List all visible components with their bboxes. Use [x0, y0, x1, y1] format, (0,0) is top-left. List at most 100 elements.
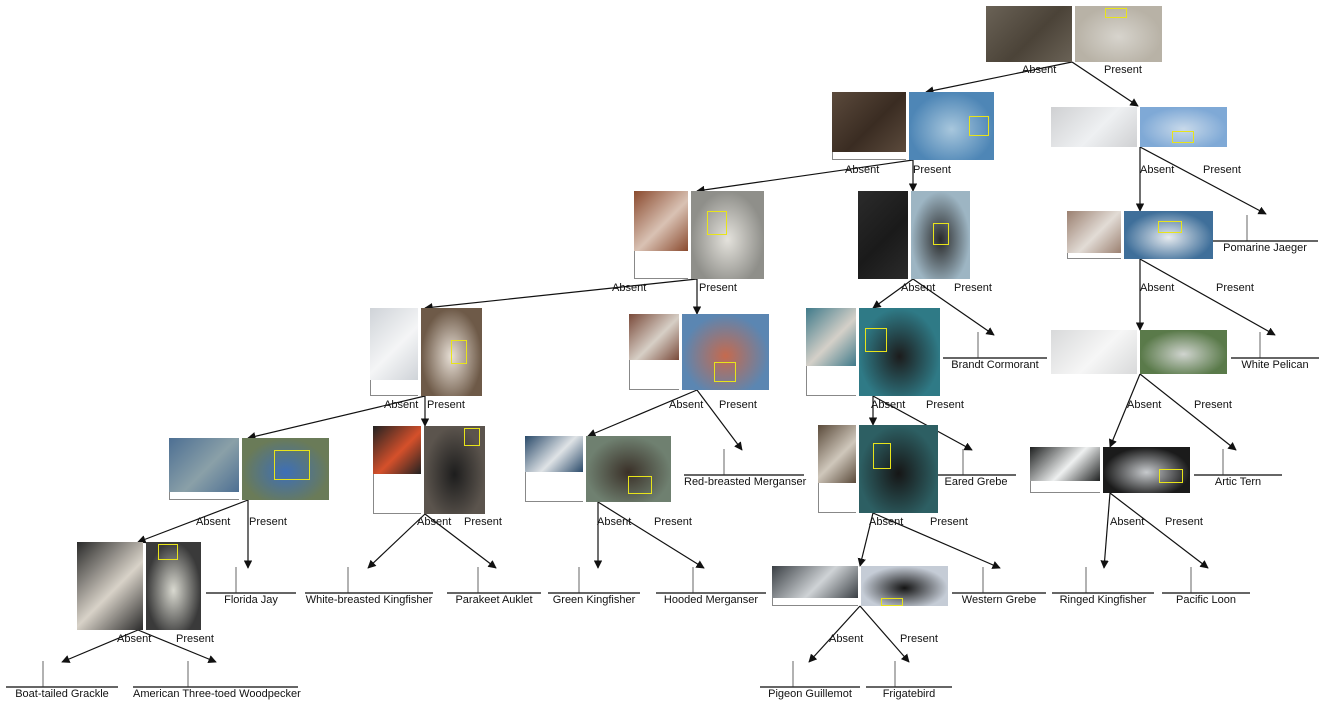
absent-part-image: [634, 191, 688, 251]
attention-box: [158, 544, 178, 560]
branch-label-present: Present: [913, 164, 951, 176]
branch-label-absent: Absent: [384, 399, 419, 411]
absent-part-image: [986, 6, 1072, 62]
decision-node-n13: [525, 436, 671, 502]
present-part-image: [682, 314, 769, 390]
present-part-image: [1140, 330, 1227, 374]
branch-label-present: Present: [249, 516, 287, 528]
leaf-label-western: Western Grebe: [961, 594, 1037, 606]
decision-node-n10: [1051, 330, 1227, 374]
branch-label-absent: Absent: [196, 516, 231, 528]
decision-node-n6: [1067, 211, 1213, 259]
attention-box: [873, 443, 891, 469]
leaf-label-greenk: Green Kingfisher: [552, 594, 636, 606]
decision-node-n7: [370, 308, 482, 396]
attention-box: [881, 598, 903, 606]
branch-label-absent: Absent: [1022, 64, 1057, 76]
branch-label-present: Present: [427, 399, 465, 411]
leaf-label-ringed: Ringed Kingfisher: [1059, 594, 1147, 606]
tree-edge-present: [872, 512, 1001, 569]
branch-label-absent: Absent: [597, 516, 632, 528]
absent-part-image: [77, 542, 143, 630]
branch-label-present: Present: [699, 282, 737, 294]
branch-label-present: Present: [719, 399, 757, 411]
tree-edge-absent: [925, 61, 1073, 95]
leaf-label-brandt: Brandt Cormorant: [951, 359, 1039, 371]
leaf-label-florida: Florida Jay: [224, 594, 278, 606]
absent-part-image: [1067, 211, 1121, 253]
branch-label-present: Present: [1104, 64, 1142, 76]
image-padding: [818, 483, 856, 513]
branch-label-absent: Absent: [1127, 399, 1162, 411]
branch-label-absent: Absent: [1140, 282, 1175, 294]
absent-part-image: [818, 425, 856, 483]
branch-label-present: Present: [654, 516, 692, 528]
tree-edge-present: [1139, 146, 1267, 215]
leaf-label-artic: Artic Tern: [1214, 476, 1262, 488]
absent-part-image: [629, 314, 679, 360]
tree-edge-absent: [857, 512, 874, 567]
absent-part-image: [832, 92, 906, 152]
decision-node-n1: [986, 6, 1162, 62]
tree-edge-absent: [424, 278, 698, 312]
absent-part-image: [169, 438, 239, 492]
present-part-image: [242, 438, 329, 500]
attention-box: [865, 328, 887, 352]
absent-part-image: [525, 436, 583, 472]
attention-box: [1159, 469, 1183, 483]
attention-box: [1158, 221, 1182, 233]
tree-edge-absent: [137, 499, 249, 544]
tree-edge-present: [597, 501, 705, 569]
branch-label-present: Present: [954, 282, 992, 294]
decision-node-n11: [169, 438, 329, 500]
attention-box: [714, 362, 736, 382]
leaf-label-parakeet: Parakeet Auklet: [455, 594, 533, 606]
branch-label-present: Present: [930, 516, 968, 528]
present-part-image: [861, 566, 948, 606]
leaf-label-wbk: White-breasted Kingfisher: [305, 594, 433, 606]
attention-box: [707, 211, 727, 235]
branch-label-absent: Absent: [1140, 164, 1175, 176]
decision-node-n9: [806, 308, 940, 396]
branch-label-absent: Absent: [612, 282, 647, 294]
tree-edge-present: [912, 278, 995, 336]
decision-node-n14: [818, 425, 938, 513]
image-padding: [634, 251, 688, 279]
decision-node-n8: [629, 314, 769, 390]
attention-box: [628, 476, 652, 494]
tree-edge-present: [137, 629, 217, 664]
absent-part-image: [370, 308, 418, 380]
tree-edge-present: [859, 605, 910, 663]
leaf-label-eared: Eared Grebe: [944, 476, 1008, 488]
branch-label-absent: Absent: [871, 399, 906, 411]
leaf-label-pigeon: Pigeon Guillemot: [768, 688, 852, 700]
image-padding: [832, 152, 906, 160]
branch-label-absent: Absent: [901, 282, 936, 294]
tree-edge-present: [1071, 61, 1139, 107]
tree-edge-absent: [1108, 373, 1141, 448]
branch-label-present: Present: [1203, 164, 1241, 176]
leaf-label-redmerg: Red-breasted Merganser: [684, 476, 807, 488]
image-padding: [1067, 253, 1121, 259]
branch-label-present: Present: [926, 399, 964, 411]
branch-label-present: Present: [1194, 399, 1232, 411]
present-part-image: [1124, 211, 1213, 259]
branch-label-absent: Absent: [669, 399, 704, 411]
tree-edge-present: [1109, 492, 1209, 569]
decision-node-n5: [858, 191, 970, 279]
branch-label-present: Present: [1165, 516, 1203, 528]
leaf-label-hooded: Hooded Merganser: [663, 594, 759, 606]
tree-edge-present: [696, 389, 743, 451]
absent-part-image: [1030, 447, 1100, 481]
tree-edge-present: [1139, 258, 1276, 336]
tree-edge-absent: [1100, 492, 1111, 569]
absent-part-image: [1051, 107, 1137, 147]
leaf-label-pomarine: Pomarine Jaeger: [1223, 242, 1307, 254]
tree-edge-absent: [247, 395, 426, 441]
present-part-image: [424, 426, 485, 514]
image-padding: [525, 472, 583, 502]
leaf-label-whitepelican: White Pelican: [1241, 359, 1309, 371]
present-part-image: [859, 425, 938, 513]
tree-edge-present: [1139, 373, 1237, 451]
image-padding: [629, 360, 679, 390]
